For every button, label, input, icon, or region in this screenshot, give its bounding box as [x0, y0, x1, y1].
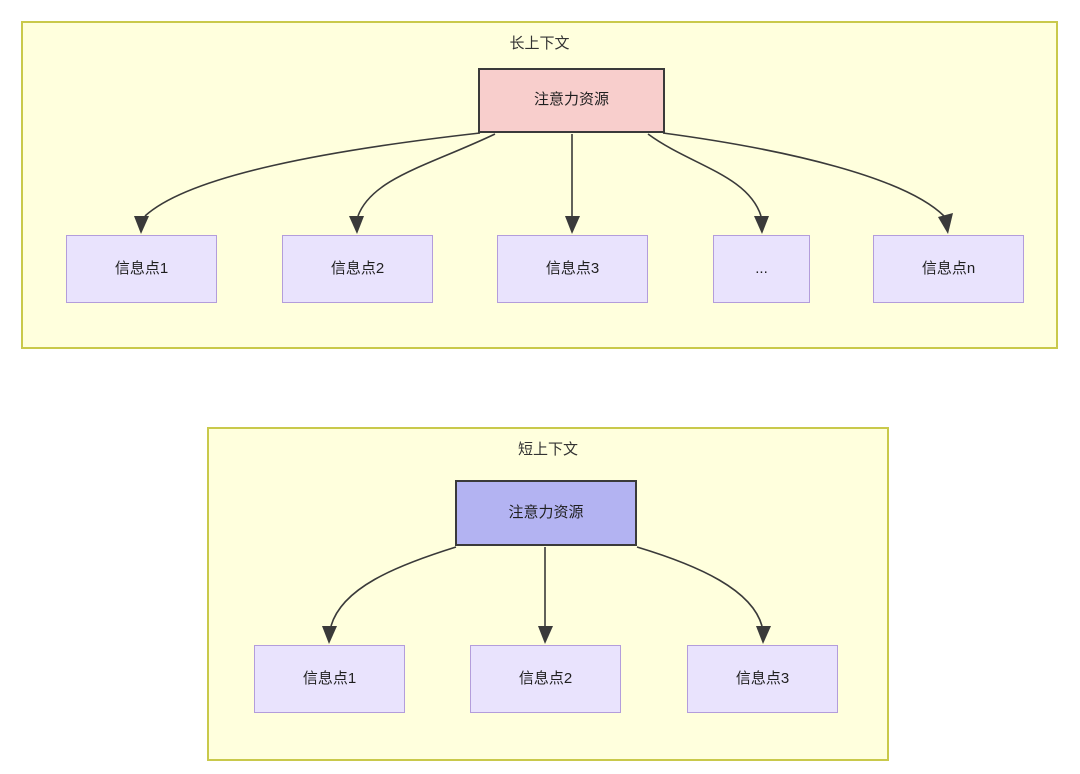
panel-short-context-title: 短上下文 — [517, 441, 578, 458]
node-attention-resource-short-label: 注意力资源 — [508, 503, 584, 521]
node-short-info-3-label: 信息点3 — [735, 669, 790, 687]
node-long-info-2-label: 信息点2 — [330, 259, 385, 277]
panel-long-context-title: 长上下文 — [509, 35, 570, 52]
node-long-info-2[interactable]: 信息点2 — [282, 235, 433, 303]
node-short-info-1-label: 信息点1 — [302, 669, 357, 687]
node-short-info-1[interactable]: 信息点1 — [254, 645, 405, 713]
node-long-info-n-label: 信息点n — [921, 259, 976, 277]
node-attention-resource-short[interactable]: 注意力资源 — [455, 480, 637, 546]
node-long-info-1[interactable]: 信息点1 — [66, 235, 217, 303]
node-short-info-2[interactable]: 信息点2 — [470, 645, 621, 713]
node-short-info-2-label: 信息点2 — [518, 669, 573, 687]
node-long-info-3[interactable]: 信息点3 — [497, 235, 648, 303]
node-attention-resource-long[interactable]: 注意力资源 — [478, 68, 665, 133]
node-attention-resource-long-label: 注意力资源 — [533, 91, 609, 109]
node-short-info-3[interactable]: 信息点3 — [687, 645, 838, 713]
node-long-info-3-label: 信息点3 — [545, 259, 600, 277]
node-long-info-1-label: 信息点1 — [114, 259, 169, 277]
node-long-info-n[interactable]: 信息点n — [873, 235, 1024, 303]
node-long-info-ellipsis-label: ... — [755, 259, 768, 277]
node-long-info-ellipsis[interactable]: ... — [713, 235, 810, 303]
